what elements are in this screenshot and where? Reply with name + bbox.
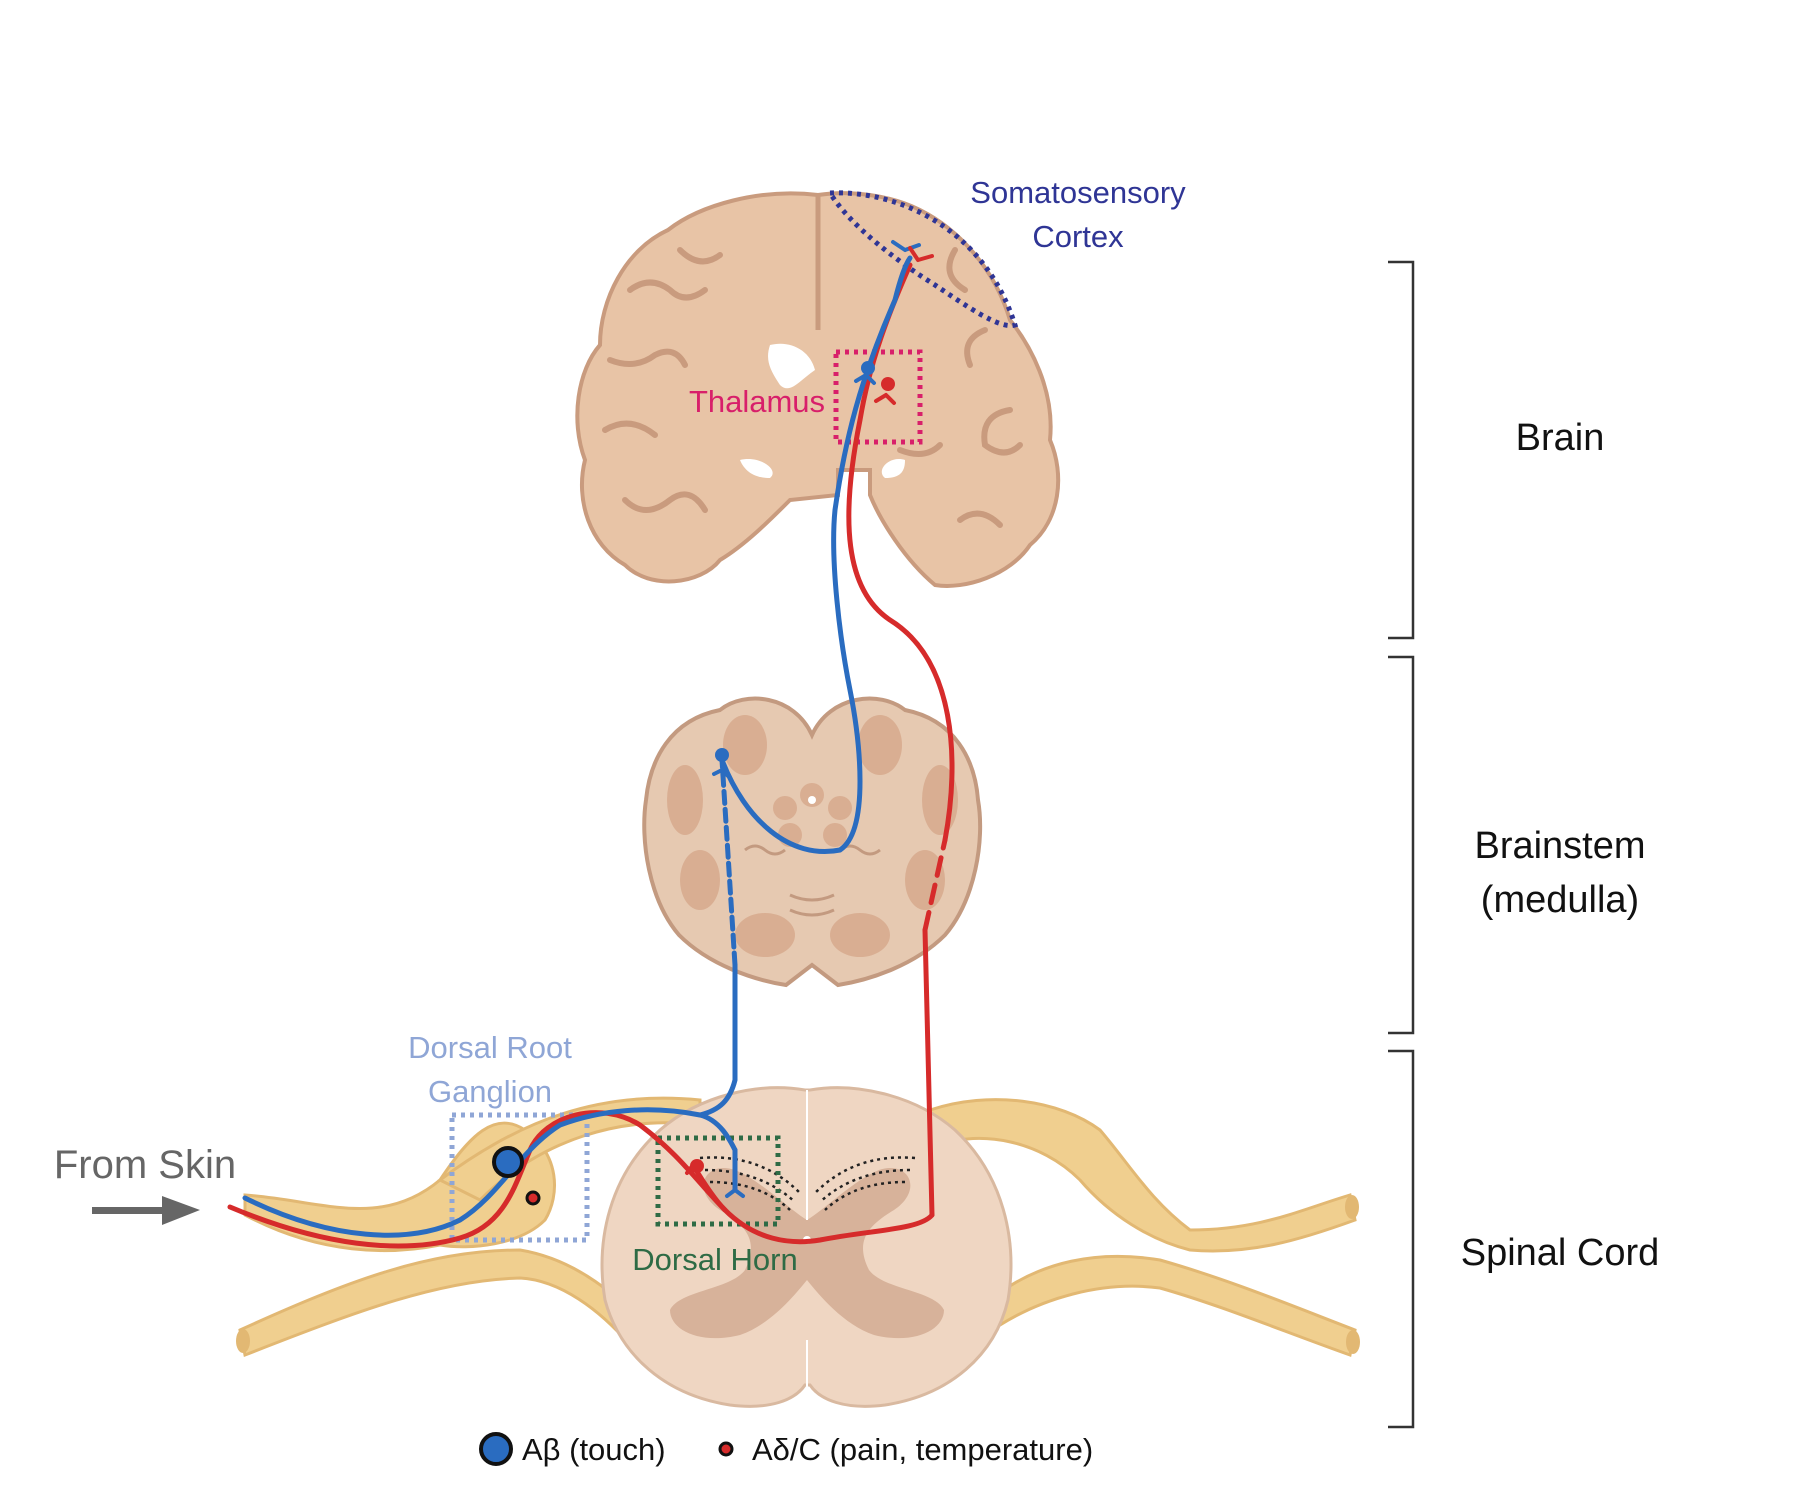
drg-pain-soma — [525, 1190, 541, 1206]
dorsal-horn-box — [655, 1135, 781, 1227]
ventricle-left — [768, 343, 815, 389]
thalamus-box — [833, 349, 923, 445]
right-ventral-nerve-end — [1346, 1330, 1360, 1354]
ventricle-lower-right — [881, 459, 905, 478]
thalamus-touch-soma — [861, 361, 875, 375]
right-dorsal-root — [928, 1098, 1357, 1253]
from-skin-arrow — [92, 1196, 200, 1225]
right-ventral-nerve — [988, 1254, 1357, 1357]
grey-matter — [670, 1168, 944, 1339]
medulla-outline — [642, 696, 983, 988]
medulla-touch-soma — [715, 748, 729, 762]
left-ventral-nerve — [238, 1248, 642, 1358]
region-brain-label: Brain — [1516, 417, 1605, 459]
somatosensory-cortex-label-2: Cortex — [1032, 219, 1124, 254]
legend: Aβ (touch) Aδ/C (pain, temperature) — [479, 1432, 1093, 1467]
touch-fiber — [242, 255, 913, 1238]
right-dorsal-nerve-end — [1345, 1195, 1359, 1219]
region-brainstem-label-1: Brainstem — [1474, 825, 1645, 867]
region-brackets — [1388, 260, 1415, 1429]
legend-pain-label: Aδ/C (pain, temperature) — [752, 1432, 1093, 1467]
from-skin-label: From Skin — [54, 1143, 236, 1187]
dorsal-horn-label: Dorsal Horn — [632, 1242, 797, 1277]
region-spinal-cord-label: Spinal Cord — [1461, 1232, 1660, 1274]
central-canal-medulla — [808, 796, 816, 804]
legend-touch-label: Aβ (touch) — [522, 1432, 666, 1467]
cell-bodies — [492, 361, 895, 1206]
ventricle-lower-left — [740, 459, 773, 478]
left-ventral-nerve-end — [236, 1329, 250, 1353]
drg-touch-soma — [492, 1146, 524, 1178]
brain-section — [575, 190, 1061, 588]
dorsal-root-ganglion-box — [449, 1112, 590, 1243]
gyri — [602, 247, 1023, 528]
dorsal-root-ganglion-label-1: Dorsal Root — [408, 1030, 572, 1065]
thalamus-pain-soma — [881, 377, 895, 391]
legend-pain-marker — [718, 1441, 734, 1457]
legend-touch-marker — [479, 1432, 513, 1466]
laminae-dots — [699, 1156, 916, 1211]
region-brainstem-label-2: (medulla) — [1481, 879, 1639, 921]
arrow-right-icon — [162, 1196, 200, 1225]
dorsal-horn-pain-soma — [690, 1159, 704, 1173]
medulla-section — [642, 696, 983, 988]
thalamus-label: Thalamus — [689, 384, 825, 419]
somatosensory-cortex-label-1: Somatosensory — [970, 175, 1186, 210]
dorsal-root-ganglion-label-2: Ganglion — [428, 1074, 552, 1109]
